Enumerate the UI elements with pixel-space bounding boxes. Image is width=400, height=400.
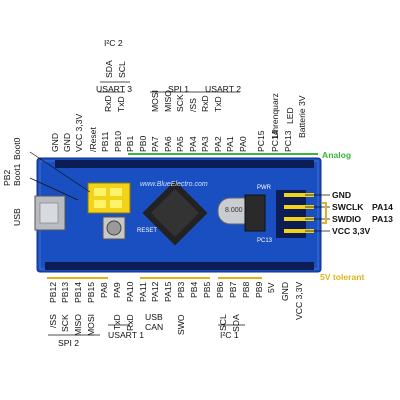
swd-header [276,190,314,238]
bottom-function-label-8: SWO [176,314,186,335]
bottom-function-label-3: MOSI [86,314,96,336]
bottom-pin-label-5: PA9 [112,282,122,298]
top-function-label-4: SCK [175,94,185,112]
usart3-title: USART 3 [96,84,132,94]
top-pin-label-16: PC15 [256,130,266,153]
top-pin-label-7: PB0 [138,135,148,152]
bottom-pin-label-10: PB3 [176,281,186,298]
mcu-chip [142,180,208,246]
bottom-pin-label-13: PB6 [215,281,225,298]
bottom-function-label-6: USB [145,312,163,322]
top-pin-label-2: VCC 3,3V [74,113,84,152]
reset-text: RESET [137,228,158,234]
spi1-title: SPI 1 [168,84,190,94]
bottom-pin-label-9: PA15 [163,281,173,302]
top-pin-label-15: PA0 [238,136,248,152]
bottom-pin-label-1: PB13 [60,281,70,303]
top-pin-label-5: PB10 [113,130,123,152]
boot1-label: Boot1 [12,163,22,186]
spi2-title: SPI 2 [58,338,80,348]
bottom-pin-label-17: 5V [266,282,276,293]
bottom-pin-label-14: PB7 [228,281,238,298]
bottom-pin-label-3: PB15 [86,281,96,303]
pwr-text: PWR [257,185,271,191]
bottom-pin-label-19: VCC 3,3V [294,281,304,320]
top-pin-label-13: PA2 [213,136,223,152]
swd-vcc-label: VCC 3,3V [332,226,371,236]
top-pin-label-6: PB1 [125,135,135,152]
bottom-function-label-2: MISO [73,314,83,336]
bottom-header-pins [45,262,314,270]
bottom-pin-label-12: PB5 [202,281,212,298]
bottom-pin-label-4: PA8 [99,282,109,298]
boot0-label: Boot0 [12,137,22,160]
top-function-label-1: TxD [116,96,126,112]
pb2-pointer [29,177,79,201]
top-pin-label-12: PA3 [200,136,210,152]
bottom-function-label-7: CAN [145,322,164,332]
bottom-function-label-4: TxD [112,314,122,330]
bottom-pin-label-6: PA10 [125,281,135,302]
boot0-pointer [29,151,91,193]
pa13-label: PA13 [372,214,393,224]
top-pin-label-14: PA1 [225,136,235,152]
swd-gnd-label: GND [332,190,352,200]
bottom-function-label-9: SCL [218,314,228,331]
usart1-title: USART 1 [108,330,144,340]
top-pin-label-9: PA6 [163,136,173,152]
top-function-label-5: /SS [188,98,198,112]
usb-label: USB [12,208,22,226]
top-function-label-7: TxD [213,96,223,112]
bottom-function-label-1: SCK [60,314,70,332]
swclk-label: SWCLK [332,202,364,212]
top-pin-label-1: GND [62,132,72,152]
top-function-label-10: Batterie 3V [297,95,307,138]
bottom-function-label-5: RxD [125,314,135,331]
usart2-title: USART 2 [205,84,241,94]
top-pin-label-18: PC13 [283,130,293,153]
swdio-label: SWDIO [332,214,362,224]
bottom-pin-label-7: PA11 [138,282,148,302]
top-function-label-2: MOSI [150,90,160,112]
tolerant-legend: 5V tolerant [320,272,365,282]
pc13-board-text: PC13 [257,238,273,244]
top-pin-label-11: PA4 [188,136,198,152]
i2c1-title: I²C 1 [220,330,239,340]
boot-jumper-block [87,182,131,214]
bottom-pin-label-15: PB8 [241,281,251,298]
bottom-pin-label-11: PB4 [189,281,199,298]
bottom-pin-label-18: GND [280,281,290,301]
i2c2-scl-label: SCL [117,61,127,78]
bottom-pin-label-0: PB12 [48,281,58,303]
bottom-pin-label-16: PB9 [254,281,264,298]
top-pin-label-3: /Reset [88,127,98,152]
bottom-pin-label-8: PA12 [150,281,160,302]
i2c2-sda-label: SDA [104,60,114,78]
crystal-text: 8.000 [225,207,243,214]
top-function-label-0: RxD [103,95,113,112]
top-pin-label-0: GND [50,132,60,152]
top-pin-label-8: PA7 [150,136,160,152]
pa14-label: PA14 [372,202,393,212]
top-pin-label-4: PB11 [100,131,110,152]
board-url-text: www.BlueElectro.com [140,181,208,188]
i2c2-title: I²C 2 [104,38,123,48]
pb2-label: PB2 [2,169,12,186]
voltage-regulator [244,194,266,232]
bottom-pin-label-2: PB14 [73,281,83,303]
top-function-label-9: LED [285,107,295,124]
top-function-label-6: RxD [200,95,210,112]
analog-legend: Analog [322,150,352,160]
bottom-function-label-0: /SS [48,314,58,328]
swd-brace [322,202,327,224]
top-function-label-8: Uhrenquarz [270,93,280,138]
top-pin-label-10: PA5 [175,136,185,152]
top-header-pins [55,160,314,168]
